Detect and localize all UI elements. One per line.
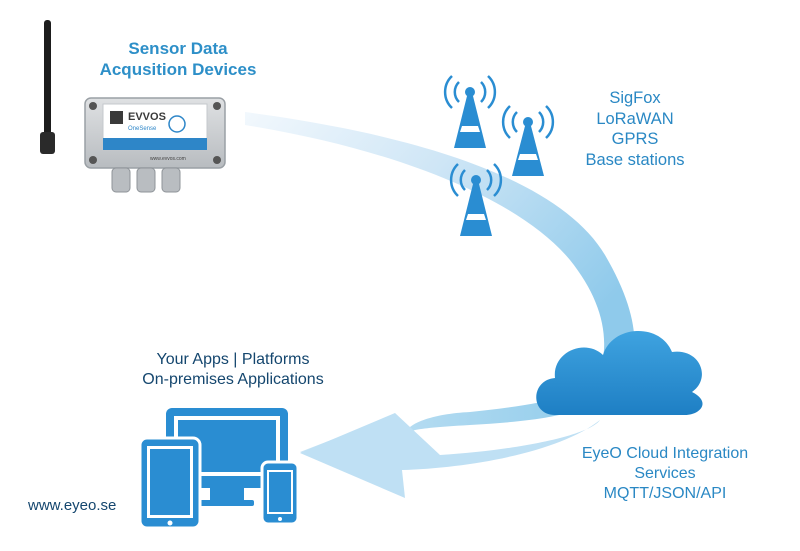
network-list: SigFox LoRaWAN GPRS Base stations bbox=[560, 88, 710, 171]
cloud-services-label: EyeO Cloud Integration Services MQTT/JSO… bbox=[560, 444, 770, 504]
flow-arrow-head bbox=[300, 413, 600, 498]
device-site: www.evvos.com bbox=[150, 156, 186, 162]
device-logo-icon bbox=[110, 111, 123, 124]
device-screw bbox=[89, 156, 97, 164]
radio-tower-icon bbox=[443, 75, 497, 148]
device-screw bbox=[89, 102, 97, 110]
device-label-stripe bbox=[103, 138, 207, 150]
cable-gland bbox=[111, 167, 131, 193]
antenna bbox=[44, 20, 51, 140]
devices-icon bbox=[138, 408, 300, 530]
sensor-title-line2: Acqusition Devices bbox=[99, 60, 257, 80]
device-model: OneSense bbox=[128, 126, 157, 132]
device-brand: EVVOS bbox=[128, 111, 166, 123]
sensor-device: EVVOS OneSense www.evvos.com bbox=[40, 20, 226, 193]
website-link[interactable]: www.eyeo.se bbox=[28, 497, 117, 514]
network-item: SigFox bbox=[609, 89, 661, 107]
antenna-base bbox=[40, 132, 55, 154]
device-screw bbox=[213, 102, 221, 110]
device-screw bbox=[213, 156, 221, 164]
cloud-line: MQTT/JSON/API bbox=[603, 485, 727, 502]
apps-label: Your Apps | Platforms On-premises Applic… bbox=[118, 350, 348, 390]
cable-gland bbox=[136, 167, 156, 193]
cloud-line: EyeO Cloud Integration bbox=[581, 445, 749, 462]
apps-line: On-premises Applications bbox=[142, 371, 324, 388]
flow-arrow-upper-band bbox=[245, 112, 635, 380]
brain-icon bbox=[168, 115, 186, 133]
network-item: Base stations bbox=[585, 150, 685, 169]
cable-gland bbox=[161, 167, 181, 193]
apps-line: Your Apps | Platforms bbox=[156, 351, 310, 368]
cloud-icon bbox=[536, 330, 703, 415]
network-item: GPRS bbox=[611, 130, 659, 149]
radio-tower-icon bbox=[501, 105, 555, 176]
cloud-line: Services bbox=[634, 465, 696, 482]
sensor-title-line1: Sensor Data bbox=[128, 39, 228, 58]
network-item: LoRaWAN bbox=[596, 109, 674, 128]
sensor-title: Sensor Data Acqusition Devices bbox=[88, 38, 268, 81]
